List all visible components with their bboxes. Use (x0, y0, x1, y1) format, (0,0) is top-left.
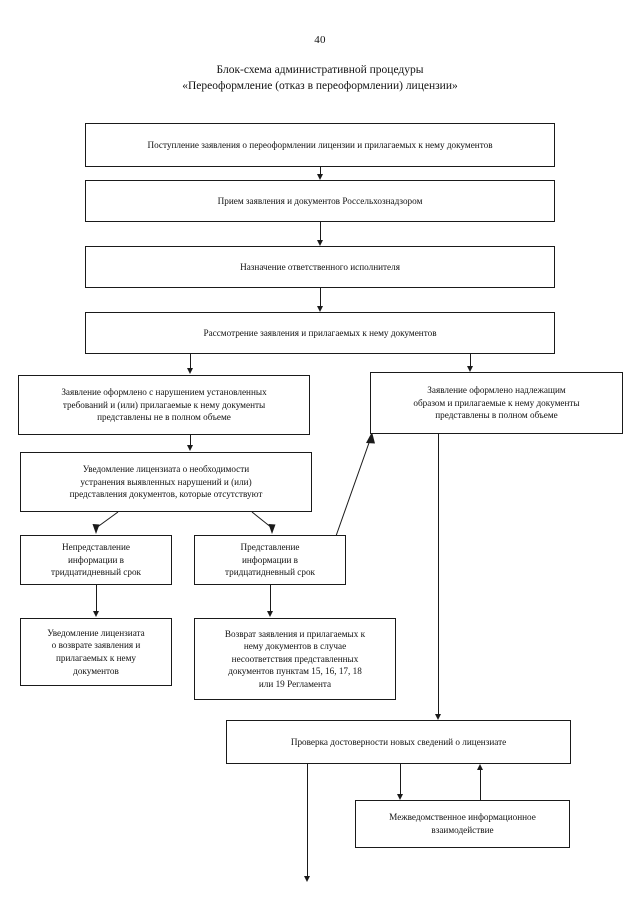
connector-n7-n9 (251, 511, 276, 534)
flow-node-line: представлены в полном объеме (435, 410, 558, 421)
flow-node-text: Межведомственное информационное взаимодей… (362, 811, 563, 836)
flow-node-text: Рассмотрение заявления и прилагаемых к н… (92, 327, 548, 340)
arrowhead-n8-n10 (92, 611, 99, 617)
page-number: 40 (314, 34, 326, 46)
flow-node-line: представлены не в полном объеме (97, 412, 231, 423)
flow-node-review: Рассмотрение заявления и прилагаемых к н… (85, 312, 555, 354)
flow-node-line: взаимодействие (431, 825, 494, 835)
connector-n2-n3 (320, 222, 321, 240)
flow-node-line: Поступление заявления о переоформлении л… (147, 139, 493, 150)
arrowhead-n13-n12 (476, 764, 483, 770)
flow-node-text: Прием заявления и документов Россельхозн… (92, 195, 548, 208)
flow-node-line: тридцатидневный срок (50, 567, 142, 578)
arrowhead-n6-n12 (434, 714, 441, 720)
flow-node-text: Возврат заявления и прилагаемых к нему до… (201, 628, 389, 691)
connector-n8-n10 (96, 585, 97, 611)
connector-n9-n11 (270, 585, 271, 611)
connector-n7-n8 (92, 511, 119, 534)
flow-node-text: Поступление заявления о переоформлении л… (92, 139, 548, 152)
connector-n9-n6-diagonal (335, 432, 375, 537)
connector-n6-n12 (438, 434, 439, 714)
page-title: Блок-схема административной процедуры «П… (0, 62, 640, 94)
flow-node-line: Непредставление (62, 542, 130, 553)
flow-node-line: Назначение ответственного исполнителя (240, 261, 400, 272)
flow-node-interagency: Межведомственное информационное взаимодей… (355, 800, 570, 848)
flow-node-line: несоответствия представленных (231, 653, 359, 664)
flow-node-line: Уведомление лицензиата (47, 627, 145, 638)
connector-n13-n12 (480, 770, 481, 800)
flow-node-line: Возврат заявления и прилагаемых к (224, 628, 366, 639)
flow-node-line: Заявление оформлено с нарушением установ… (61, 387, 267, 398)
flow-node-line: о возврате заявления и (51, 640, 141, 651)
flow-node-text: Проверка достоверности новых сведений о … (233, 736, 564, 749)
flow-node-line: образом и прилагаемые к нему документы (413, 397, 580, 408)
connector-n4-n5 (190, 354, 191, 368)
flow-node-line: информации в (67, 554, 125, 565)
arrowhead-n3-n4 (316, 306, 323, 312)
flow-node-line: информации в (241, 554, 299, 565)
flow-node-text: Заявление оформлено с нарушением установ… (25, 386, 303, 424)
flow-node-return-notice: Уведомление лицензиата о возврате заявлен… (20, 618, 172, 686)
flow-node-verification: Проверка достоверности новых сведений о … (226, 720, 571, 764)
arrowhead-n12-end (303, 876, 310, 882)
connector-n1-n2 (320, 167, 321, 175)
flow-node-return-documents: Возврат заявления и прилагаемых к нему до… (194, 618, 396, 700)
page-title-line-2: «Переоформление (отказ в переоформлении)… (182, 80, 458, 92)
flow-node-line: Представление (240, 542, 300, 553)
connector-n3-n4 (320, 288, 321, 306)
connector-n12-n13 (400, 764, 401, 794)
connector-n4-n6 (470, 354, 471, 366)
arrowhead-n1-n2 (316, 174, 323, 180)
flow-node-incoming-application: Поступление заявления о переоформлении л… (85, 123, 555, 167)
flow-node-line: документов пунктам 15, 16, 17, 18 (228, 666, 362, 677)
flow-node-line: требований и (или) прилагаемые к нему до… (62, 399, 266, 410)
connector-n5-n7 (190, 435, 191, 445)
arrowhead-n2-n3 (316, 240, 323, 246)
flow-node-line: Заявление оформлено надлежащим (427, 385, 566, 396)
flow-node-line: Проверка достоверности новых сведений о … (290, 736, 507, 747)
flow-node-text: Уведомление лицензиата о возврате заявлен… (27, 627, 165, 677)
flow-node-line: нему документов в случае (243, 641, 347, 652)
flow-node-text: Назначение ответственного исполнителя (92, 261, 548, 274)
flow-node-line: Уведомление лицензиата о необходимости (82, 464, 250, 475)
arrowhead-n5-n7 (186, 445, 193, 451)
flow-node-line: Рассмотрение заявления и прилагаемых к н… (203, 327, 437, 338)
arrowhead-n4-n6 (466, 366, 473, 372)
page-title-line-1: Блок-схема административной процедуры (216, 64, 424, 76)
arrowhead-n9-n11 (266, 611, 273, 617)
flow-node-line: представления документов, которые отсутс… (69, 489, 263, 500)
flow-node-line: Межведомственное информационное (389, 812, 536, 823)
arrowhead-n12-n13 (396, 794, 403, 800)
flow-node-improper-application: Заявление оформлено с нарушением установ… (18, 375, 310, 435)
flow-node-line: тридцатидневный срок (224, 567, 316, 578)
flow-node-line: устранения выявленных нарушений и (или) (80, 476, 252, 487)
flow-node-line: документов (73, 665, 119, 676)
flow-node-line: Прием заявления и документов Россельхозн… (217, 195, 423, 206)
connector-n12-end (307, 764, 308, 876)
arrowhead-n4-n5 (186, 368, 193, 374)
flow-node-line: прилагаемых к нему (55, 653, 137, 663)
flow-node-acceptance: Прием заявления и документов Россельхозн… (85, 180, 555, 222)
flow-node-line: или 19 Регламента (258, 678, 332, 689)
flow-node-assign-executor: Назначение ответственного исполнителя (85, 246, 555, 288)
